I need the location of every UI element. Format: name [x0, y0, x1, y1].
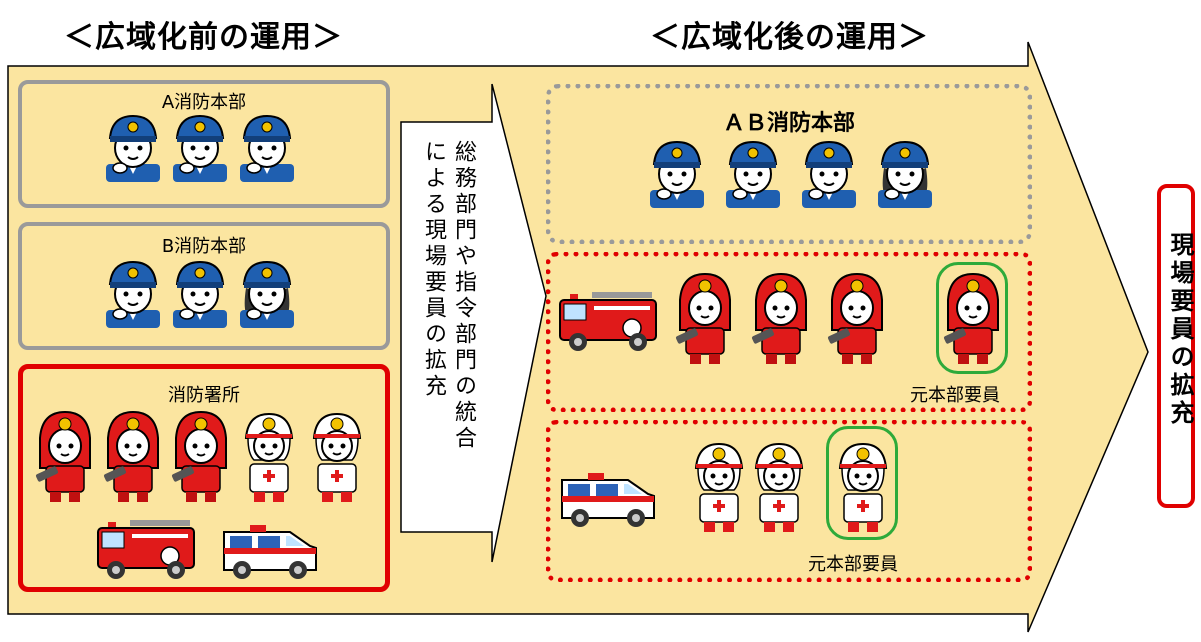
ab-hq-panel: ＡＢ消防本部	[546, 84, 1032, 244]
heading-after: ＜広域化後の運用＞	[650, 20, 929, 55]
officer-female-icon	[874, 138, 936, 212]
fire-unit-panel	[546, 252, 1032, 412]
result-label-box: 現場要員の拡充	[1157, 184, 1195, 508]
officer-icon	[798, 138, 860, 212]
ab-hq-title: ＡＢ消防本部	[722, 111, 855, 136]
officer-icon	[102, 112, 164, 186]
ambulance-icon	[220, 512, 320, 586]
paramedic-icon	[238, 408, 300, 508]
fire-unit-caption: 元本部要員	[910, 385, 1000, 406]
added-staff-highlight	[936, 262, 1008, 374]
added-staff-highlight	[826, 426, 898, 540]
officer-icon	[646, 138, 708, 212]
officer-icon	[236, 112, 298, 186]
firefighter-icon	[34, 408, 96, 508]
ambulance-icon	[558, 460, 658, 534]
b-hq-title: B消防本部	[161, 236, 247, 257]
firefighter-icon	[102, 408, 164, 508]
result-label: 現場要員の拡充	[1166, 232, 1194, 428]
added-firefighter-icon	[942, 270, 1004, 370]
ems-unit-panel	[546, 420, 1032, 582]
paramedic-icon	[748, 438, 810, 538]
firefighter-icon	[750, 270, 812, 370]
fire-engine-icon	[558, 284, 658, 358]
a-hq-title: A消防本部	[161, 92, 247, 113]
station-title: 消防署所	[168, 385, 240, 406]
officer-icon	[722, 138, 784, 212]
firefighter-icon	[170, 408, 232, 508]
heading-before: ＜広域化前の運用＞	[64, 20, 343, 55]
fire-engine-icon	[96, 512, 196, 586]
ems-unit-caption: 元本部要員	[808, 554, 898, 575]
paramedic-icon	[306, 408, 368, 508]
officer-female-icon	[236, 258, 298, 332]
officer-icon	[169, 258, 231, 332]
transition-text: 総務部門や指令部門の統合による現場要員の拡充	[421, 140, 476, 452]
firefighter-icon	[674, 270, 736, 370]
added-paramedic-icon	[832, 438, 894, 538]
officer-icon	[169, 112, 231, 186]
paramedic-icon	[688, 438, 750, 538]
transition-arrow	[400, 83, 547, 563]
firefighter-icon	[826, 270, 888, 370]
officer-icon	[102, 258, 164, 332]
